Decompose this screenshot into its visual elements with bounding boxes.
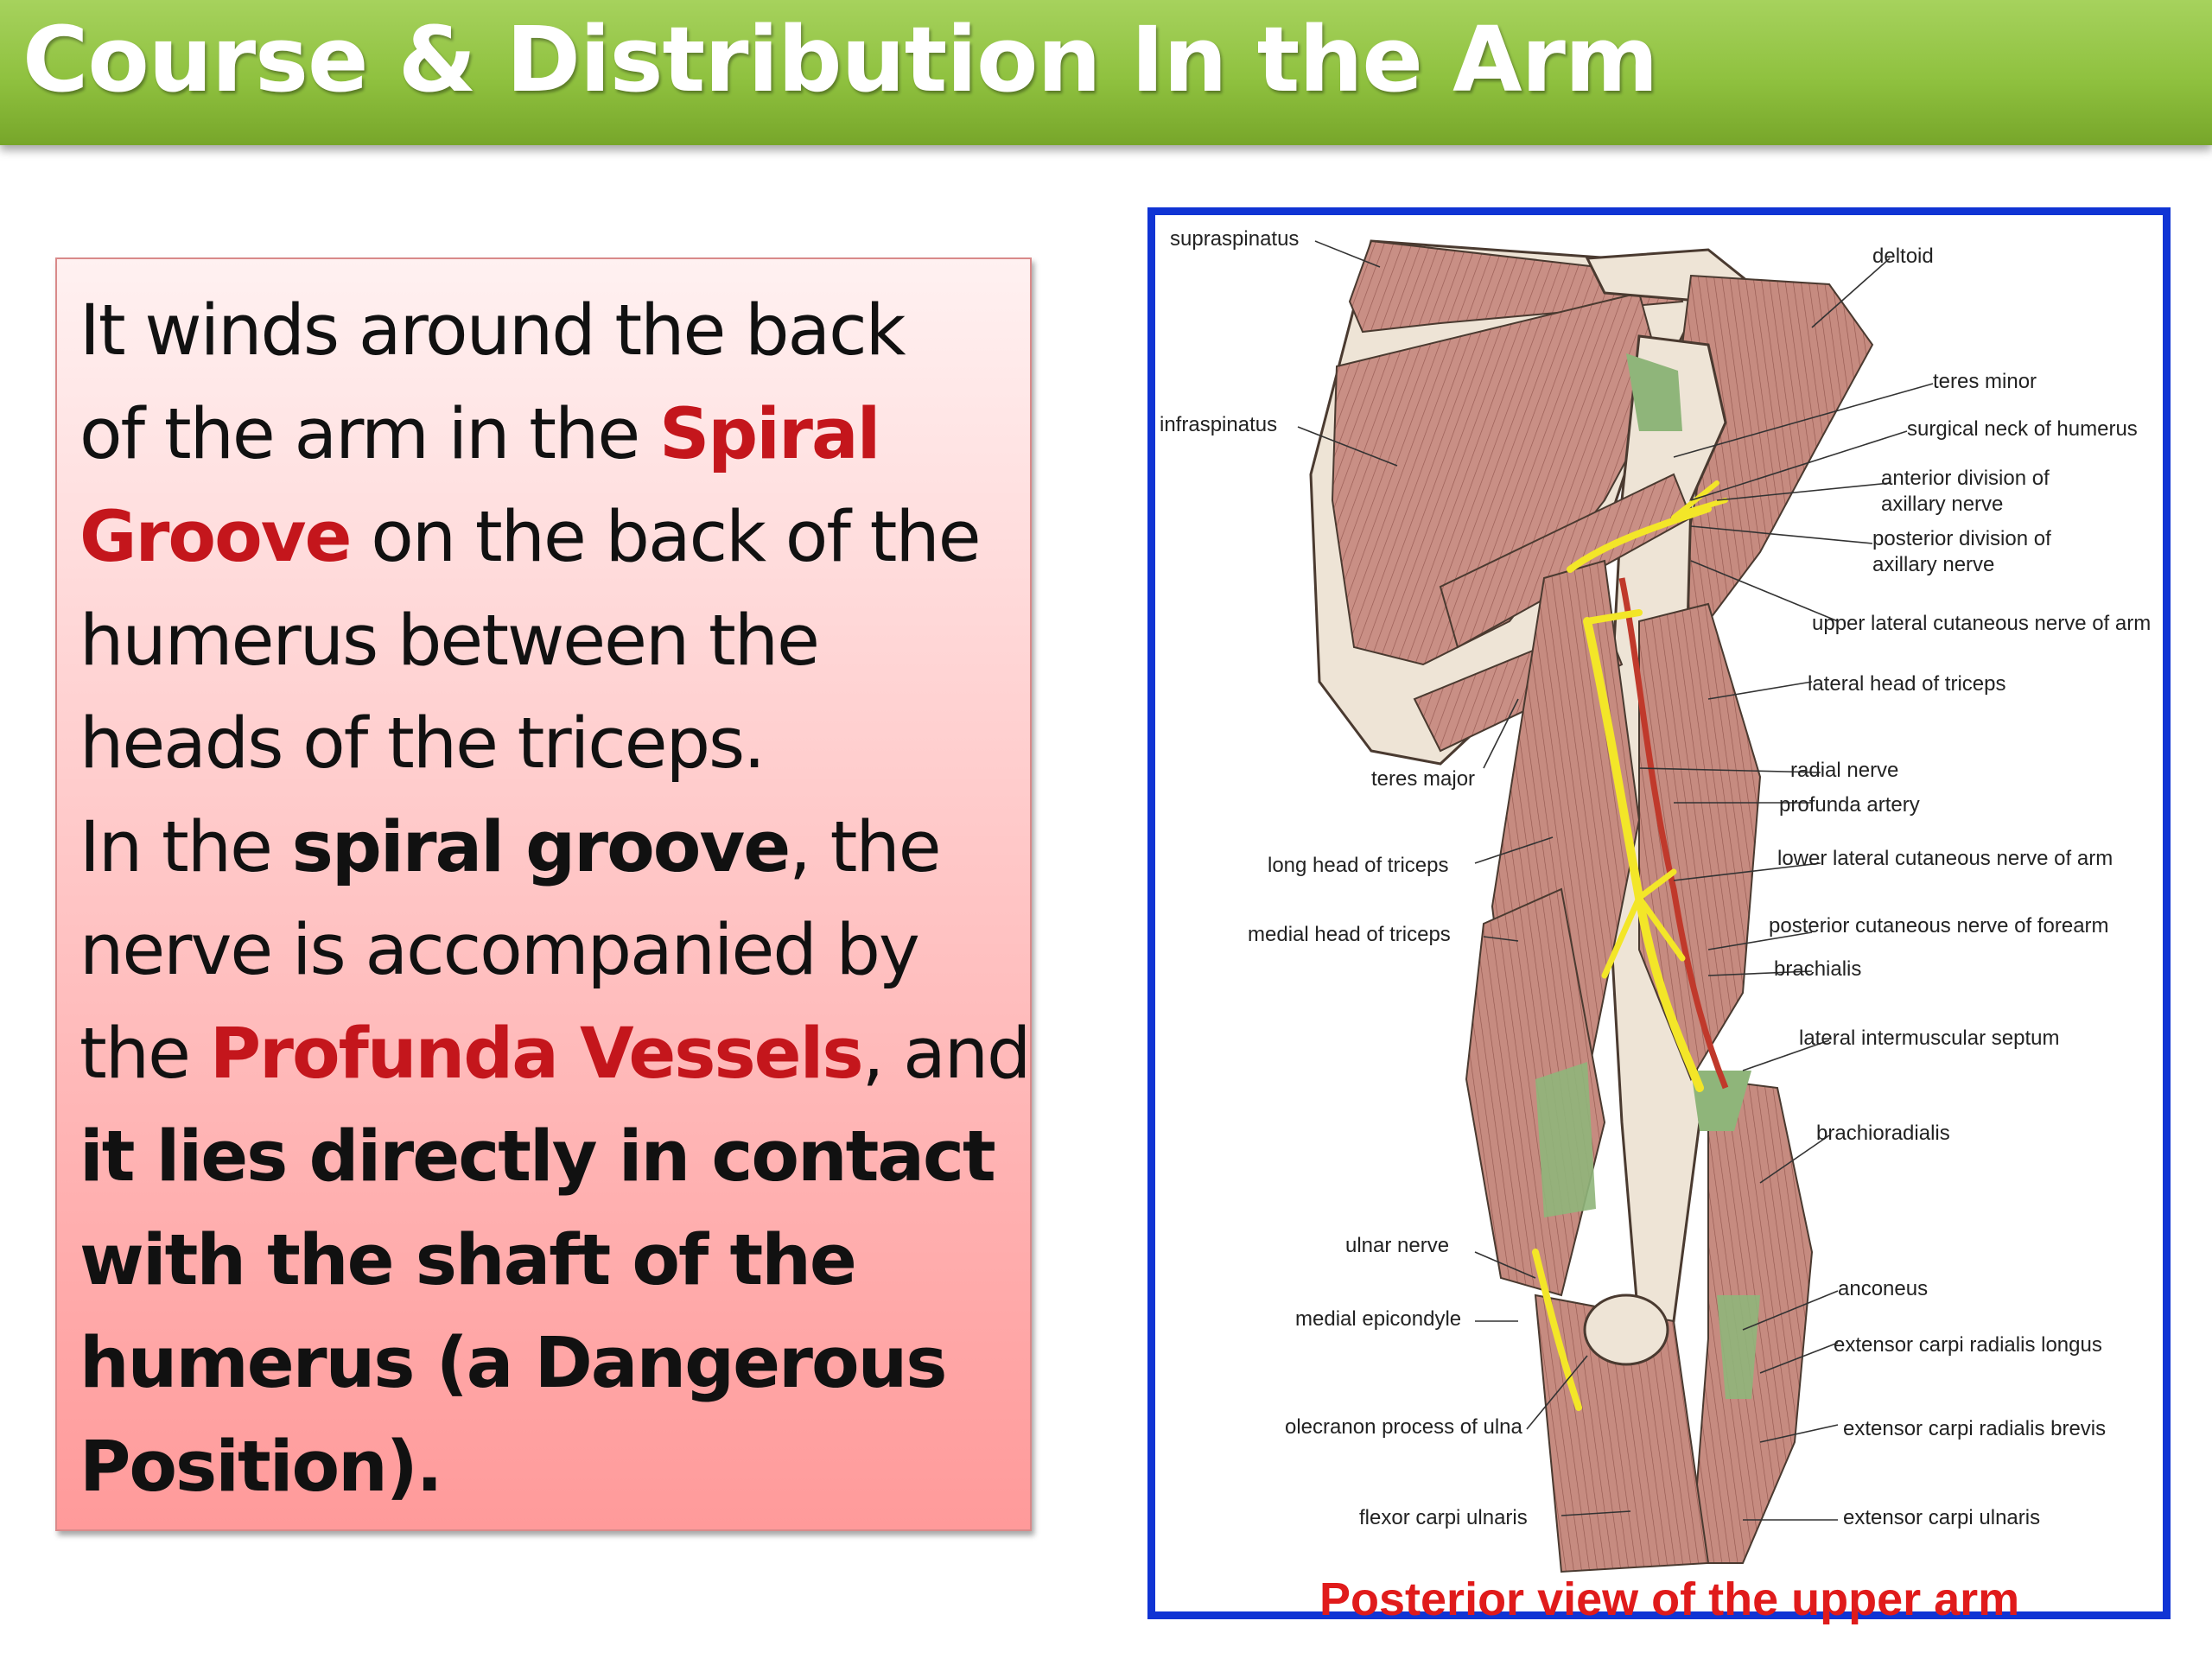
label-fcu: flexor carpi ulnaris	[1359, 1506, 1528, 1529]
slide-title: Course & Distribution In the Arm	[22, 7, 1658, 112]
text-run: the	[79, 1013, 210, 1095]
label-radial-nerve: radial nerve	[1790, 759, 1898, 782]
label-brachialis: brachialis	[1774, 957, 1861, 981]
text-run: of the arm in the	[79, 393, 659, 475]
emphasis-groove: Groove	[79, 497, 352, 578]
text-line: the Profunda Vessels, and	[79, 1003, 1032, 1107]
tendon	[1717, 1295, 1760, 1399]
text-run: , the	[789, 806, 941, 888]
label-infraspinatus: infraspinatus	[1160, 413, 1277, 436]
infraspinatus-muscle	[1331, 291, 1667, 666]
emphasis-profunda: Profunda Vessels	[209, 1013, 864, 1095]
label-long-head: long head of triceps	[1268, 854, 1448, 877]
text-line: In the spiral groove, the	[79, 797, 1030, 900]
body-text: It winds around the back of the arm in t…	[79, 280, 1032, 1520]
arm-illustration: supraspinatus infraspinatus deltoid tere…	[1160, 227, 2151, 1573]
label-brachioradialis: brachioradialis	[1816, 1122, 1950, 1145]
axillary-nerve	[1567, 505, 1712, 573]
figure-frame: supraspinatus infraspinatus deltoid tere…	[1147, 207, 2171, 1625]
label-teres-minor: teres minor	[1933, 370, 2037, 393]
figure-caption: Posterior view of the upper arm	[1319, 1573, 2020, 1625]
label-anterior-division: anterior division of	[1881, 467, 2050, 490]
label-profunda-artery: profunda artery	[1779, 793, 1920, 817]
text-run: humerus (a Dangerous	[79, 1323, 948, 1404]
text-line-bold: humerus (a Dangerous	[79, 1313, 1030, 1416]
label-anterior-division-2: axillary nerve	[1881, 493, 2003, 516]
leader-lines	[1297, 240, 1934, 1521]
text-line-bold: it lies directly in contact	[79, 1106, 1030, 1210]
label-ecu: extensor carpi ulnaris	[1843, 1506, 2040, 1529]
label-lateral-head: lateral head of triceps	[1808, 672, 2005, 696]
text-run: humerus between the	[79, 600, 820, 682]
radial-nerve	[1583, 617, 1704, 1092]
label-lower-lateral-cutaneous: lower lateral cutaneous nerve of arm	[1777, 847, 2113, 870]
text-run: In the	[79, 806, 292, 888]
label-lateral-septum: lateral intermuscular septum	[1799, 1027, 2059, 1050]
text-line-bold: Position).	[79, 1416, 1030, 1520]
text-line: heads of the triceps.	[79, 693, 1030, 797]
nerve-branch	[1584, 609, 1643, 625]
emphasis-spiral: Spiral	[658, 393, 880, 475]
label-ulnar-nerve: ulnar nerve	[1345, 1234, 1449, 1257]
label-medial-head: medial head of triceps	[1248, 923, 1451, 946]
text-run: it lies directly in contact	[79, 1116, 996, 1198]
ulnar-nerve	[1532, 1249, 1582, 1411]
text-run: , and	[861, 1013, 1032, 1095]
text-run: with the shaft of the	[79, 1219, 857, 1301]
text-line-bold: with the shaft of the	[79, 1210, 1030, 1313]
axillary-nerve-branch	[1671, 480, 1728, 520]
text-box: It winds around the back of the arm in t…	[55, 257, 1032, 1531]
text-line: humerus between the	[79, 590, 1030, 694]
nerve-branch	[1636, 868, 1677, 901]
lateral-head-triceps	[1638, 602, 1762, 1082]
text-run: heads of the triceps.	[79, 703, 766, 785]
label-ecrb: extensor carpi radialis brevis	[1843, 1417, 2106, 1440]
text-line: It winds around the back	[79, 280, 1030, 384]
label-posterior-cutaneous-forearm: posterior cutaneous nerve of forearm	[1769, 914, 2109, 938]
text-run: on the back of the	[350, 497, 981, 578]
text-line: of the arm in the Spiral	[79, 384, 1030, 487]
label-upper-lateral-cutaneous: upper lateral cutaneous nerve of arm	[1812, 612, 2151, 635]
label-medial-epicondyle: medial epicondyle	[1295, 1307, 1461, 1331]
text-run: Position).	[79, 1426, 443, 1508]
label-teres-major: teres major	[1371, 767, 1475, 791]
emphasis-spiral-groove: spiral groove	[291, 806, 791, 888]
text-run: nerve is accompanied by	[79, 910, 920, 991]
nerve-branch	[1601, 894, 1643, 979]
text-line: nerve is accompanied by	[79, 899, 1030, 1003]
label-ecrl: extensor carpi radialis longus	[1834, 1333, 2102, 1357]
label-deltoid: deltoid	[1872, 245, 1934, 268]
tendon	[1626, 353, 1682, 431]
tendon	[1535, 1062, 1596, 1217]
label-olecranon: olecranon process of ulna	[1285, 1415, 1522, 1439]
title-bar: Course & Distribution In the Arm	[0, 0, 2212, 145]
label-supraspinatus: supraspinatus	[1170, 227, 1299, 251]
label-posterior-division-2: axillary nerve	[1872, 553, 1994, 576]
label-anconeus: anconeus	[1838, 1277, 1928, 1300]
label-surgical-neck: surgical neck of humerus	[1907, 417, 2138, 441]
olecranon	[1583, 1294, 1669, 1366]
text-run: It winds around the back	[79, 290, 906, 372]
label-posterior-division: posterior division of	[1872, 527, 2051, 550]
tendon	[1691, 1071, 1751, 1131]
nerve-branch	[1636, 894, 1686, 962]
text-line: Groove on the back of the	[79, 486, 1030, 590]
